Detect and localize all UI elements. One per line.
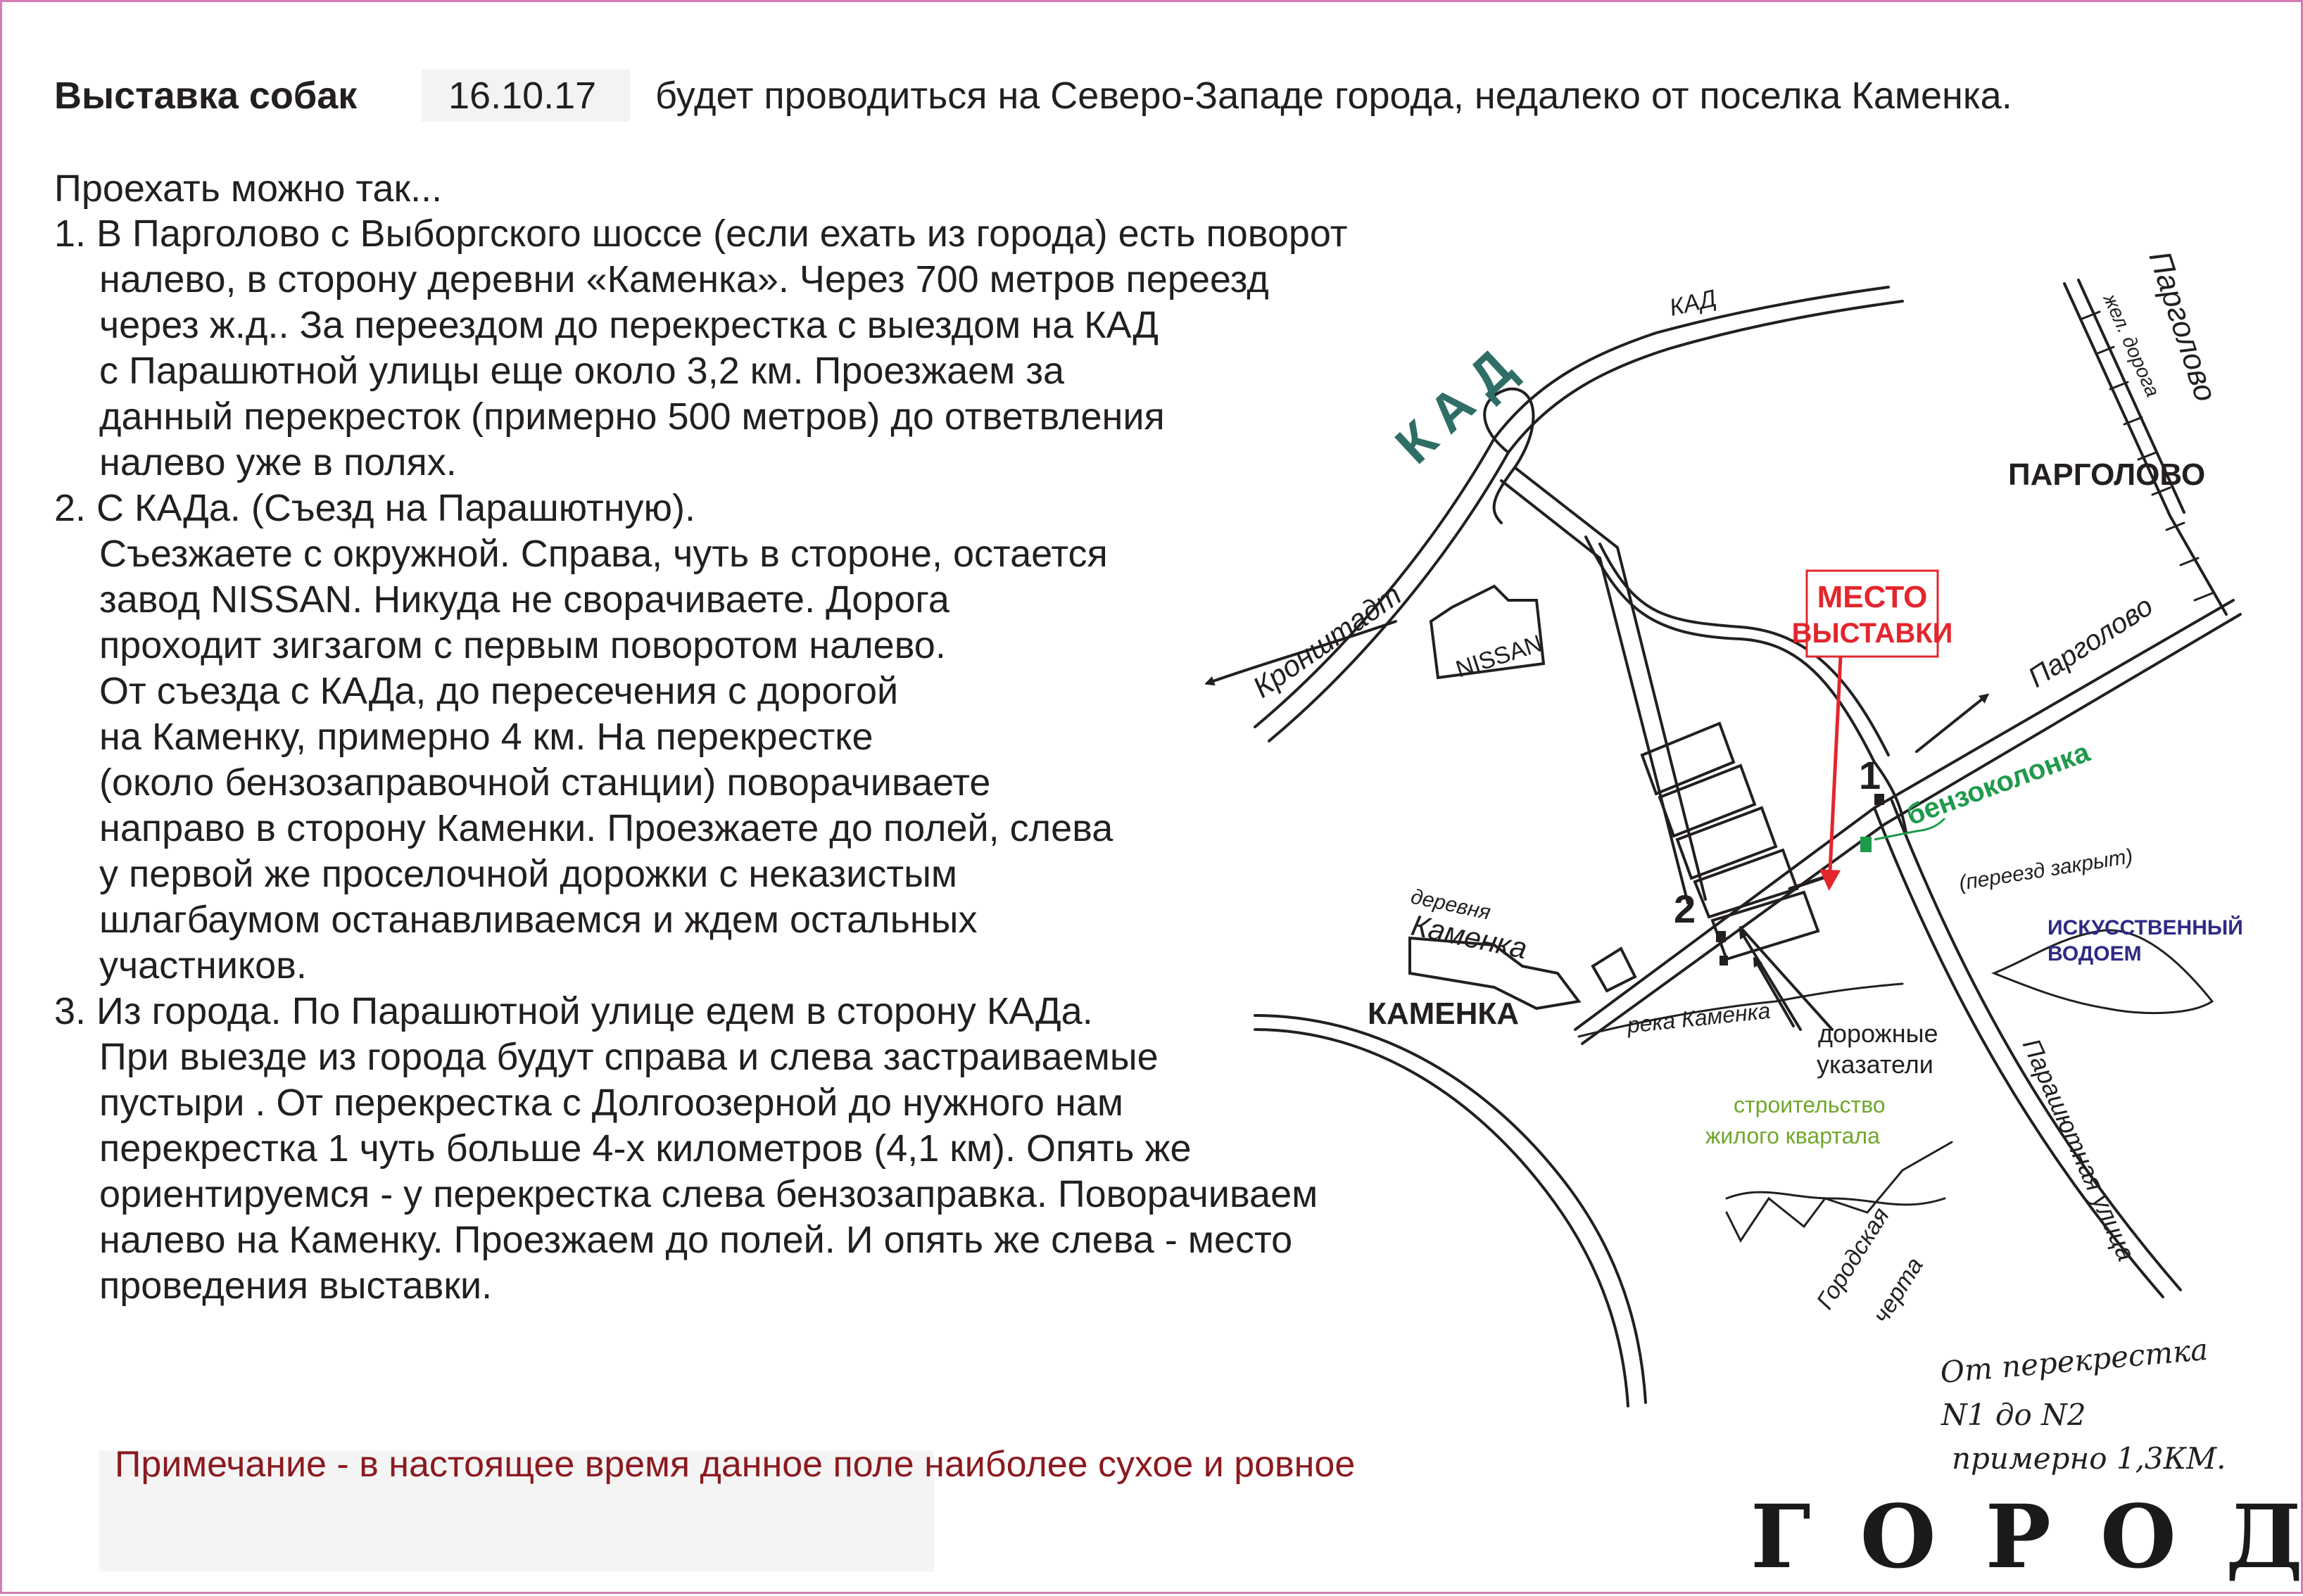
city-label: ГОРОД (1750, 1486, 2303, 1588)
direction-line: шлагбаумом останавливаемся и ждем осталь… (99, 899, 978, 941)
kronshtadt-arrow (1204, 620, 1397, 686)
venue-box (1805, 569, 1939, 658)
map-label-road-signs: дорожные (1818, 1019, 1938, 1048)
field-plot (1675, 806, 1778, 880)
direction-line: (около бензозаправочной станции) поворач… (99, 761, 991, 804)
direction-line: пустыри . От перекрестка с Долгоозерной … (99, 1082, 1123, 1124)
map-label-gas-station: бензоколонка (1903, 736, 2094, 831)
gas-station-pointer (1874, 817, 1946, 841)
map-label-reservoir: ИСКУССТВЕННЫЙ (2048, 916, 2243, 939)
direction-line: с Парашютной улицы еще около 3,2 км. Про… (99, 350, 1065, 392)
map-label-pargolovo-town: ПАРГОЛОВО (2008, 457, 2205, 492)
map-label-road-signs: указатели (1817, 1050, 1933, 1079)
direction-line: через ж.д.. За переездом до перекрестка … (99, 304, 1159, 346)
road-sign-pointer (1753, 956, 1795, 1027)
event-lead: будет проводиться на Северо-Западе город… (655, 75, 2012, 117)
map-distance-note: примерно 1,3КМ. (1952, 1441, 2226, 1476)
kad-interchange (1483, 387, 1535, 524)
directions-intro: Проехать можно так... (54, 167, 443, 210)
field-plot (1658, 764, 1757, 838)
crossing-marker (1874, 794, 1884, 805)
direction-line: 1. В Парголово с Выборгского шоссе (если… (54, 213, 1348, 255)
direction-line: 3. Из города. По Парашютной улице едем в… (54, 990, 1093, 1032)
note-bg (99, 1450, 934, 1571)
map-label-kad-big: КАД (1384, 330, 1534, 476)
direction-line: на Каменку, примерно 4 км. На перекрестк… (99, 716, 873, 758)
direction-line: налево на Каменку. Проезжаем до полей. И… (99, 1219, 1293, 1261)
kamenka-village (1408, 936, 1582, 1011)
lower-road (1254, 1014, 1647, 1404)
map-label-river: река Каменка (1625, 998, 1772, 1038)
nissan-branch (1598, 543, 1890, 756)
direction-line: ориентируемся - у перекрестка слева бенз… (99, 1173, 1318, 1215)
field-plot (1710, 890, 1820, 961)
river-kamenka (1577, 982, 1904, 1038)
direction-line: От съезда с КАДа, до пересечения с дорог… (99, 670, 899, 712)
field-plot (1640, 721, 1736, 796)
map-label-construction: жилого квартала (1705, 1123, 1880, 1148)
map-label-venue: МЕСТО (1817, 580, 1928, 614)
lower-road (1254, 1028, 1629, 1407)
venue-arrow (1819, 656, 1843, 891)
railway (2077, 279, 2185, 514)
construction-zone (1725, 1141, 1953, 1243)
map-label-crossing-2: 2 (1674, 887, 1696, 931)
kamenka-building (1591, 946, 1637, 993)
road-sign-pointer (1739, 926, 1834, 1031)
kad-exit-road (1500, 479, 1689, 904)
map-distance-note: От перекрестка (1939, 1332, 2209, 1390)
direction-line: у первой же проселочной дорожки с некази… (99, 853, 958, 895)
date-field-bg (422, 70, 630, 122)
nissan-building (1429, 584, 1546, 680)
direction-line: 2. С КАДа. (Съезд на Парашютную). (54, 487, 696, 529)
map-label-city-limit: черта (1868, 1253, 1929, 1328)
nissan-branch (1584, 536, 1907, 834)
map-label-pargolovo-road: Парголово (2023, 590, 2159, 693)
map-label-construction: строительство (1734, 1092, 1886, 1117)
direction-line: Съезжаете с окружной. Справа, чуть в сто… (99, 533, 1108, 575)
road-sign-pointer (1739, 928, 1802, 1031)
parashyutnaya-road (1873, 806, 2164, 1298)
direction-line: налево, в сторону деревни «Каменка». Чер… (99, 258, 1269, 300)
direction-line: данный перекресток (примерно 500 метров)… (99, 395, 1165, 438)
direction-line: направо в сторону Каменки. Проезжаете до… (99, 807, 1113, 849)
railway (2063, 282, 2228, 616)
construction-zone (1725, 1191, 1946, 1206)
direction-line: проведения выставки. (99, 1265, 493, 1307)
map-distance-note: N1 до N2 (1941, 1398, 2086, 1432)
map-label-reservoir: ВОДОЕМ (2048, 942, 2142, 965)
field-plot (1693, 848, 1799, 919)
kad-road (1254, 286, 1890, 728)
parashyutnaya-road (1891, 799, 2182, 1291)
kamenka-road (1581, 613, 2242, 1045)
map-label-crossing-closed: (переезд закрыт) (1957, 844, 2135, 895)
direction-line: При выезде из города будут справа и слев… (99, 1036, 1159, 1078)
crossing-marker (1720, 956, 1728, 965)
pargolovo-arrow (1915, 693, 1990, 753)
direction-line: перекрестка 1 чуть больше 4-х километров… (99, 1127, 1192, 1170)
map-label-crossing-1: 1 (1859, 753, 1881, 797)
event-date: 16.10.17 (448, 75, 597, 117)
kad-road (1268, 300, 1904, 742)
map-label-kad-small: КАД (1667, 285, 1719, 322)
gas-station-icon (1860, 837, 1872, 852)
map-label-nissan: NISSAN (1453, 630, 1546, 683)
direction-line: завод NISSAN. Никуда не сворачиваете. До… (99, 578, 949, 621)
note-text: Примечание - в настоящее время данное по… (115, 1444, 1356, 1485)
map-label-kamenka-town: КАМЕНКА (1368, 996, 1519, 1031)
event-title: Выставка собак (54, 75, 358, 117)
crossing-marker (1716, 931, 1726, 942)
railway-ties (2081, 310, 2214, 602)
direction-line: проходит зигзагом с первым поворотом нал… (99, 624, 946, 666)
reservoir-outline (1990, 929, 2214, 1015)
map-label-venue: ВЫСТАВКИ (1792, 618, 1953, 649)
direction-line: участников. (99, 944, 307, 987)
map-label-kronshtadt: Кронштадт (1247, 578, 1407, 704)
direction-line: налево уже в полях. (99, 441, 457, 483)
kad-exit-road (1514, 467, 1707, 901)
map-label-parashyutnaya: Парашютная улица (2017, 1034, 2141, 1265)
